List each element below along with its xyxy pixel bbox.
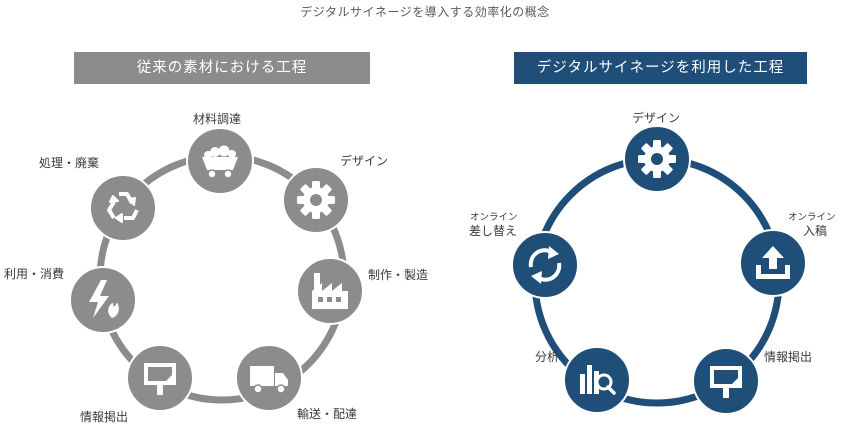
refresh-arrows-icon [528, 246, 562, 284]
step-node-digital-design [623, 125, 691, 193]
step-label-digital-design: デザイン [632, 111, 681, 125]
step-node-production [296, 257, 364, 325]
step-node-design [282, 166, 350, 234]
page-title: デジタルサイネージを導入する効率化の概念 [300, 5, 550, 19]
step-label-material-procurement: 材料調達 [193, 112, 242, 126]
gear-icon [638, 140, 676, 178]
step-label-analysis: 分析 [535, 350, 560, 364]
step-sublabel-online-submission: オンライン [788, 212, 836, 223]
step-sublabel-online-replacement: オンライン [470, 212, 518, 223]
gear-icon [297, 181, 335, 219]
step-node-analysis [563, 346, 631, 414]
step-node-delivery [235, 344, 303, 412]
digital-process-cycle [511, 125, 807, 415]
traditional-process-cycle [69, 127, 364, 412]
step-node-display-traditional [126, 344, 194, 412]
display-board-icon [710, 366, 742, 398]
step-node-online-replacement [511, 231, 579, 299]
recycle-icon [107, 192, 139, 223]
step-label-disposal: 処理・廃棄 [39, 156, 100, 170]
step-label-production: 制作・製造 [368, 268, 429, 282]
step-label-online-replacement: 差し替え [469, 224, 518, 238]
analytics-chart-icon [580, 365, 616, 395]
step-label-design: デザイン [340, 154, 389, 168]
traditional-process-header: 従来の素材における工程 [74, 52, 370, 84]
display-board-icon [144, 363, 176, 395]
step-node-display-digital [692, 347, 760, 415]
step-label-display-traditional: 情報掲出 [80, 410, 129, 424]
step-label-delivery: 輸送・配達 [297, 407, 358, 421]
fire-lightning-icon [89, 280, 119, 318]
upload-icon [756, 246, 790, 279]
step-label-display-digital: 情報掲出 [764, 350, 813, 364]
step-node-disposal [89, 174, 157, 242]
delivery-truck-icon [250, 366, 288, 394]
step-node-consumption [69, 266, 137, 334]
factory-icon [312, 273, 348, 309]
mine-cart-icon [202, 145, 238, 179]
step-label-online-submission: 入稿 [803, 224, 828, 238]
digital-signage-process-header: デジタルサイネージを利用した工程 [514, 52, 807, 84]
step-node-material-procurement [186, 127, 254, 195]
step-label-consumption: 利用・消費 [4, 267, 65, 281]
step-node-online-submission [739, 229, 807, 297]
